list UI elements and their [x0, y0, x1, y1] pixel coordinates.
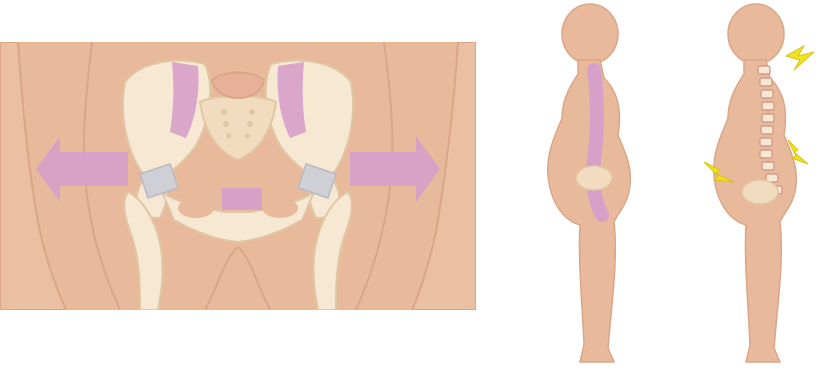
- pregnant-profile-spine: [532, 0, 642, 368]
- profile-pain-illustration: [700, 0, 817, 368]
- pelvis-illustration: [0, 42, 476, 310]
- right-obturator: [262, 198, 298, 218]
- pelvis-front-view: [0, 42, 476, 310]
- left-obturator: [178, 198, 214, 218]
- pain-lightning-upper-icon: [786, 46, 814, 70]
- spine-highlight: [593, 70, 602, 215]
- pelvis-bone: [576, 166, 612, 190]
- profile-spine-illustration: [532, 0, 642, 368]
- pelvis-bone: [742, 180, 778, 204]
- pregnant-profile-back-pain: [700, 0, 817, 368]
- pubic-symphysis-highlight: [222, 188, 262, 210]
